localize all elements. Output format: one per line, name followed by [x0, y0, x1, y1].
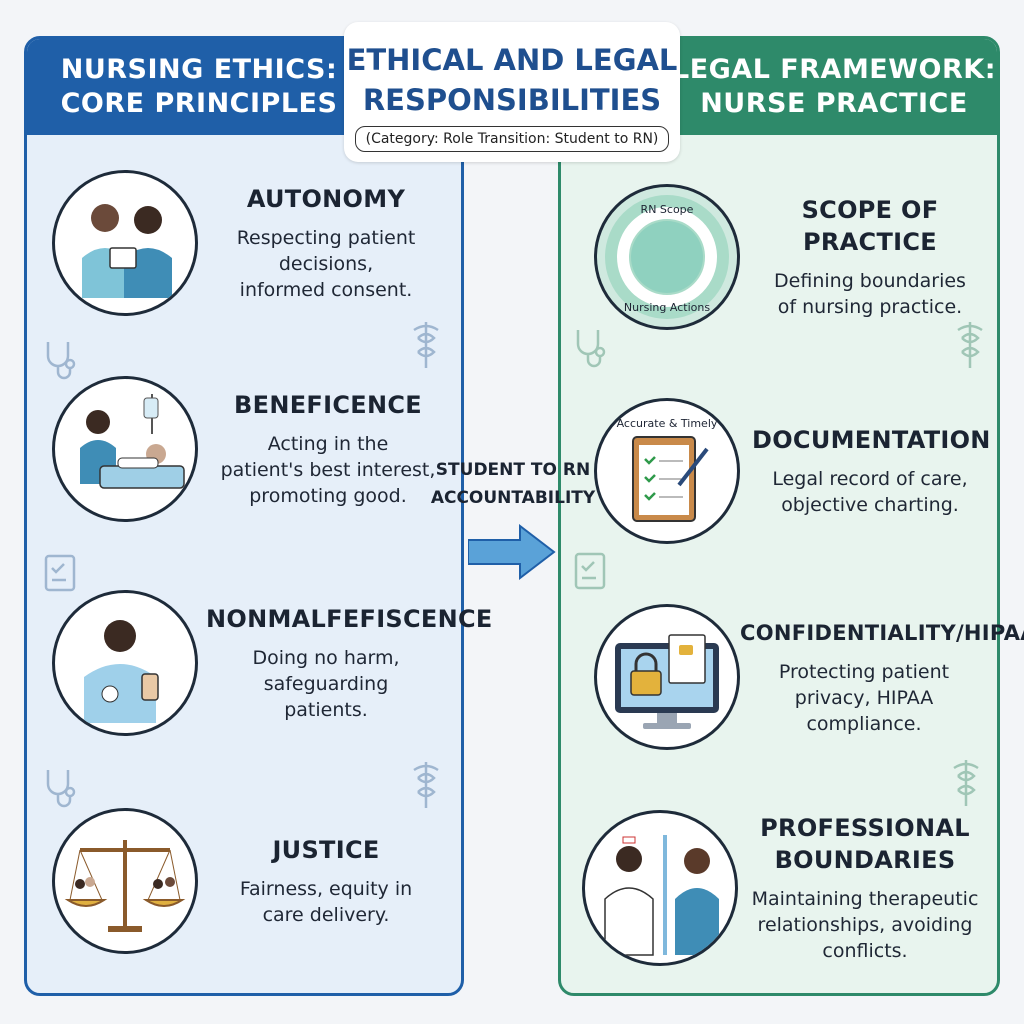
transition-label: STUDENT TO RN ACCOUNTABILITY: [430, 456, 596, 512]
item-desc-line: Respecting patient: [236, 227, 416, 249]
legal-heading-line2: NURSE PRACTICE: [700, 88, 968, 119]
item-desc-line: promoting good.: [249, 485, 407, 507]
item-title-line1: PROFESSIONAL: [760, 814, 970, 842]
two-nurses-icon: [52, 170, 198, 316]
caduceus-icon: [413, 322, 439, 368]
stethoscope-icon: [46, 342, 76, 380]
transition-label-line1: STUDENT TO RN: [435, 460, 591, 480]
clipboard-check-icon: [44, 554, 76, 592]
item-title: DOCUMENTATION: [752, 426, 991, 454]
main-title-line1: ETHICAL AND LEGAL: [346, 43, 678, 77]
nurse-medication-icon: [52, 590, 198, 736]
item-desc-line: patients.: [284, 699, 368, 721]
item-desc-line: care delivery.: [262, 904, 390, 926]
legal-item-documentation: Accurate & Timely DOCUMENTATION Legal re…: [594, 398, 991, 544]
category-tag: (Category: Role Transition: Student to R…: [354, 126, 670, 152]
legal-item-scope-of-practice: RN Scope Nursing Actions SCOPE OF PRACTI…: [594, 184, 988, 330]
stethoscope-icon: [576, 330, 606, 368]
accuracy-badge: Accurate & Timely: [617, 417, 718, 430]
item-title: AUTONOMY: [246, 185, 406, 213]
ethics-item-autonomy: AUTONOMY Respecting patient decisions, i…: [52, 170, 446, 316]
item-desc-line: Defining boundaries: [774, 270, 966, 292]
item-title: CONFIDENTIALITY/HIPAA: [740, 621, 1024, 645]
right-arrow-icon: [468, 524, 556, 580]
caduceus-icon: [953, 760, 979, 806]
item-desc-line: privacy, HIPAA: [794, 687, 934, 709]
item-desc-line: safeguarding: [263, 673, 389, 695]
legal-item-professional-boundaries: PROFESSIONAL BOUNDARIES Maintaining ther…: [582, 810, 990, 966]
stethoscope-icon: [46, 770, 76, 808]
caduceus-icon: [413, 762, 439, 808]
item-desc-line: Acting in the: [267, 433, 389, 455]
item-desc-line: informed consent.: [239, 279, 413, 301]
legal-item-confidentiality: CONFIDENTIALITY/HIPAA Protecting patient…: [594, 604, 1024, 750]
ethics-item-nonmaleficence: NONMALFEFISCENCE Doing no harm, safeguar…: [52, 590, 493, 736]
item-desc-line: decisions,: [278, 253, 374, 275]
nurse-bedside-icon: [52, 376, 198, 522]
ring-top-label: RN Scope: [641, 203, 694, 216]
item-desc-line: Fairness, equity in: [239, 878, 413, 900]
item-desc-line: patient's best interest,: [220, 459, 436, 481]
ethics-heading-line2: CORE PRINCIPLES: [60, 88, 338, 119]
ethics-item-beneficence: BENEFICENCE Acting in the patient's best…: [52, 376, 446, 522]
item-title: NONMALFEFISCENCE: [206, 605, 493, 633]
clipboard-icon: Accurate & Timely: [594, 398, 740, 544]
caduceus-icon: [957, 322, 983, 368]
locked-monitor-icon: [594, 604, 740, 750]
item-title-line2: BOUNDARIES: [774, 846, 956, 874]
ring-bottom-label: Nursing Actions: [624, 301, 710, 314]
item-desc-line: Protecting patient: [778, 661, 950, 683]
transition-label-line2: ACCOUNTABILITY: [430, 488, 596, 508]
item-title: SCOPE OF PRACTICE: [801, 196, 939, 256]
ethics-heading-line1: NURSING ETHICS:: [60, 54, 338, 86]
legal-heading-line1: LEGAL FRAMEWORK:: [672, 54, 996, 86]
item-title: JUSTICE: [272, 836, 380, 864]
item-desc-line: objective charting.: [781, 494, 959, 516]
item-desc-line: Legal record of care,: [772, 468, 968, 490]
clipboard-check-icon: [574, 552, 606, 590]
nurse-patient-boundary-icon: [582, 810, 738, 966]
item-desc-line: conflicts.: [822, 940, 908, 962]
item-title: BENEFICENCE: [234, 391, 422, 419]
item-desc-line: of nursing practice.: [777, 296, 963, 318]
ethics-item-justice: JUSTICE Fairness, equity in care deliver…: [52, 808, 446, 954]
item-desc-line: compliance.: [806, 713, 922, 735]
item-desc-line: Maintaining therapeutic: [751, 888, 979, 910]
item-desc-line: Doing no harm,: [252, 647, 400, 669]
scales-of-justice-icon: [52, 808, 198, 954]
main-title-line2: RESPONSIBILITIES: [362, 83, 662, 117]
scope-ring-icon: RN Scope Nursing Actions: [594, 184, 740, 330]
item-desc-line: relationships, avoiding: [757, 914, 973, 936]
main-title-box: ETHICAL AND LEGAL RESPONSIBILITIES (Cate…: [344, 22, 680, 162]
